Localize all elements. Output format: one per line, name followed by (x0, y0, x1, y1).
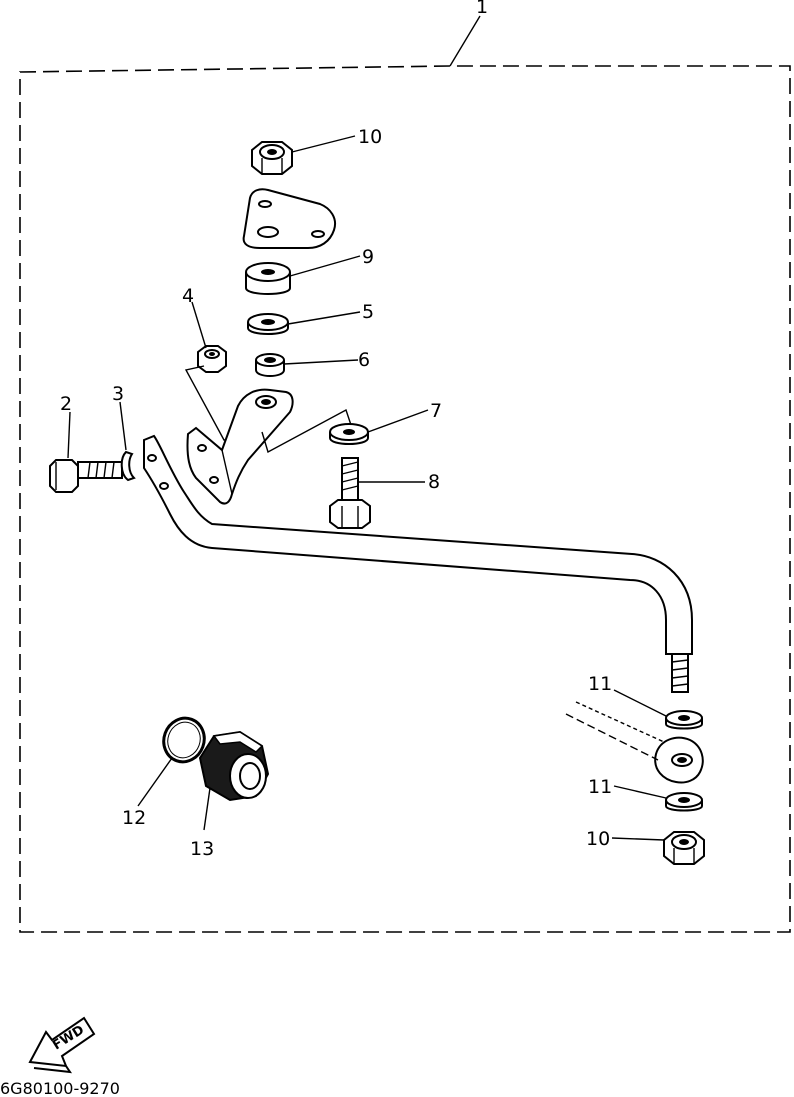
part-2-bolt: 2 (49, 393, 123, 493)
label-13: 13 (190, 838, 214, 860)
fwd-arrow-icon: FWD (28, 1016, 96, 1074)
label-10-bottom: 10 (586, 828, 610, 850)
part-4-nut: 4 (182, 285, 232, 441)
label-6: 6 (358, 349, 370, 371)
part-11-top-washer: 11 (588, 673, 703, 730)
label-9: 9 (362, 246, 374, 268)
part-11-bottom-washer: 11 (588, 776, 703, 812)
mounting-bracket (186, 388, 294, 505)
triangular-plate (242, 188, 336, 249)
assembly-boundary: 1 (19, 0, 791, 933)
part-6-collar: 6 (255, 349, 370, 377)
part-9-spacer: 9 (245, 246, 374, 295)
label-3: 3 (112, 383, 124, 405)
label-7: 7 (430, 400, 442, 422)
part-10-top-nut: 10 (251, 126, 382, 175)
part-7-washer: 7 (329, 400, 442, 445)
label-11-top: 11 (588, 673, 612, 695)
label-8: 8 (428, 471, 440, 493)
label-12: 12 (122, 807, 146, 829)
label-5: 5 (362, 301, 374, 323)
label-10-top: 10 (358, 126, 382, 148)
part-5-washer: 5 (247, 301, 374, 335)
steering-link-rod (143, 434, 693, 693)
part-10-bottom-nut: 10 (586, 828, 705, 865)
part-3-spring-washer: 3 (112, 383, 136, 482)
label-2: 2 (60, 393, 72, 415)
label-4: 4 (182, 285, 194, 307)
part-12-o-ring: 12 (122, 716, 206, 829)
label-11-bottom: 11 (588, 776, 612, 798)
link-plate (565, 701, 704, 784)
label-1: 1 (476, 0, 488, 18)
part-8-bolt: 8 (329, 457, 440, 529)
drawing-code: 6G80100-9270 (0, 1079, 120, 1097)
part-13-sleeve: 13 (190, 730, 270, 860)
leader-bracket-to-7 (261, 408, 353, 454)
